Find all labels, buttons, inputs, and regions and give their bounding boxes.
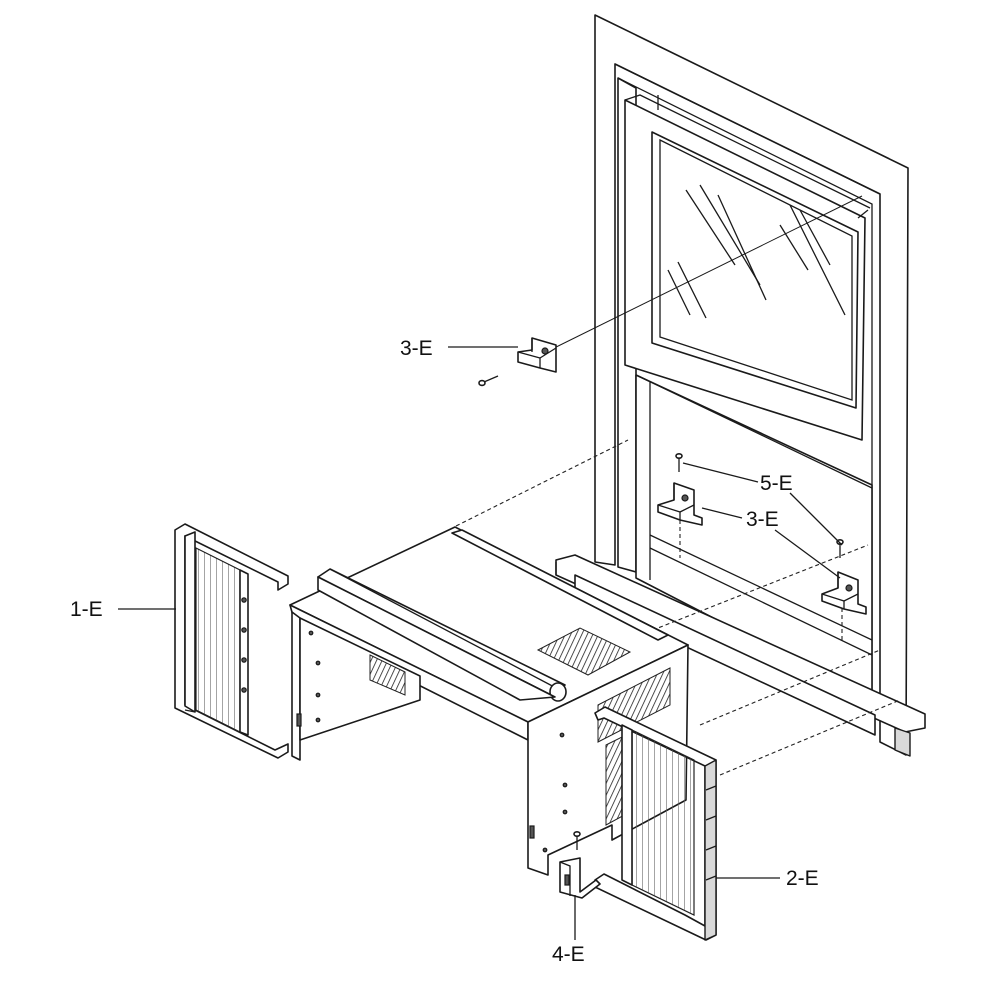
window-sill bbox=[555, 554, 926, 757]
left-curtain-panel-1e bbox=[174, 523, 289, 759]
sill-bracket-right bbox=[821, 538, 867, 615]
label-2e: 2-E bbox=[786, 867, 819, 890]
window bbox=[555, 14, 926, 757]
upper-sash bbox=[624, 94, 871, 441]
label-1e: 1-E bbox=[70, 598, 103, 621]
label-3e-right: 3-E bbox=[746, 508, 779, 531]
upper-bracket-3e bbox=[478, 337, 557, 387]
sill-bracket-left bbox=[657, 452, 703, 526]
label-4e: 4-E bbox=[552, 943, 585, 966]
ac-cabinet bbox=[289, 526, 689, 876]
right-curtain-panel-2e bbox=[594, 706, 717, 941]
installation-guides bbox=[455, 195, 901, 776]
leader-lines bbox=[118, 346, 843, 940]
label-5e: 5-E bbox=[760, 472, 793, 495]
bottom-bracket-4e bbox=[559, 830, 601, 899]
label-3e-top: 3-E bbox=[400, 337, 433, 360]
